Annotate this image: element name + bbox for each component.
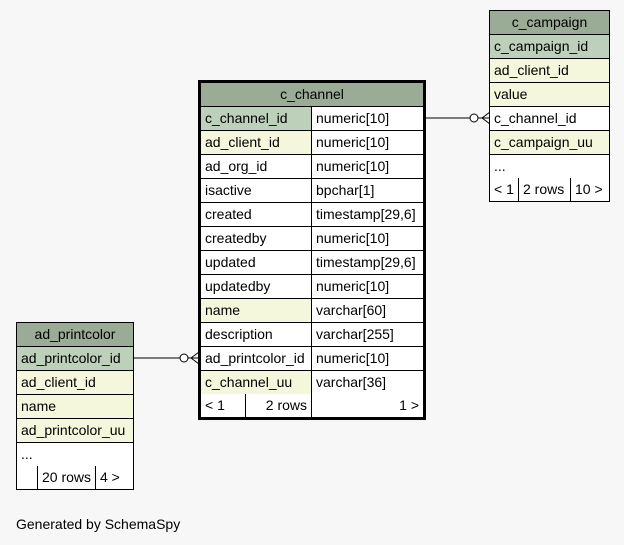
table-title: c_campaign <box>490 11 609 35</box>
column-type: numeric[10] <box>312 347 423 370</box>
column-type: varchar[36] <box>312 371 423 394</box>
column-name: ad_printcolor_id <box>17 347 133 370</box>
table-footer: < 1 2 rows 1 > <box>201 394 423 417</box>
column-row[interactable]: ad_printcolor_uu <box>17 419 133 443</box>
parents-count: < 1 <box>201 394 246 417</box>
column-name: value <box>490 83 609 106</box>
column-name: ad_client_id <box>490 59 609 82</box>
column-name: ad_printcolor_id <box>201 347 312 370</box>
column-row[interactable]: c_campaign_id <box>490 35 609 59</box>
column-name: ad_printcolor_uu <box>17 419 133 442</box>
column-name: ... <box>490 155 609 178</box>
column-type: timestamp[29,6] <box>312 251 423 274</box>
column-row[interactable]: ... <box>490 155 609 178</box>
column-row[interactable]: c_campaign_uu <box>490 131 609 155</box>
column-name: createdby <box>201 227 312 250</box>
column-row[interactable]: c_channel_id <box>490 107 609 131</box>
table-footer: 20 rows 4 > <box>17 466 133 489</box>
column-name: ad_client_id <box>17 371 133 394</box>
column-name: ad_client_id <box>201 131 312 154</box>
column-row[interactable]: ... <box>17 443 133 466</box>
children-count: 4 > <box>100 469 120 485</box>
column-type: numeric[10] <box>312 155 423 178</box>
generated-by-label: Generated by SchemaSpy <box>16 516 181 532</box>
column-type: bpchar[1] <box>312 179 423 202</box>
column-name: isactive <box>201 179 312 202</box>
column-type: numeric[10] <box>312 131 423 154</box>
parents-count: < 1 <box>490 178 519 201</box>
relation-printcolor-channel <box>133 351 200 365</box>
column-type: varchar[60] <box>312 299 423 322</box>
row-count: 2 rows <box>519 178 571 201</box>
column-name: name <box>201 299 312 322</box>
column-type: numeric[10] <box>312 227 423 250</box>
column-name: ... <box>17 443 133 466</box>
column-name: c_channel_uu <box>201 371 312 394</box>
column-name: description <box>201 323 312 346</box>
column-name: c_channel_id <box>201 107 312 130</box>
children-count: 1 > <box>399 397 419 413</box>
column-type: varchar[255] <box>312 323 423 346</box>
column-type: numeric[10] <box>312 275 423 298</box>
column-name: c_campaign_id <box>490 35 609 58</box>
column-name: ad_org_id <box>201 155 312 178</box>
relation-channel-campaign <box>423 111 491 125</box>
column-name: c_channel_id <box>490 107 609 130</box>
column-row[interactable]: ad_client_id <box>490 59 609 83</box>
column-row[interactable]: name <box>17 395 133 419</box>
children-count: 10 > <box>575 181 603 197</box>
column-type: timestamp[29,6] <box>312 203 423 226</box>
column-name: updated <box>201 251 312 274</box>
column-name: created <box>201 203 312 226</box>
parents-count <box>17 466 38 489</box>
row-count: 2 rows <box>246 394 312 417</box>
table-title: ad_printcolor <box>17 323 133 347</box>
table-footer: < 1 2 rows 10 > <box>490 178 609 201</box>
row-count: 20 rows <box>38 466 96 489</box>
column-row[interactable]: value <box>490 83 609 107</box>
column-name: updatedby <box>201 275 312 298</box>
column-row[interactable]: ad_printcolor_id <box>17 347 133 371</box>
column-name: name <box>17 395 133 418</box>
column-name: c_campaign_uu <box>490 131 609 154</box>
table-title: c_channel <box>201 83 423 107</box>
column-row[interactable]: ad_client_id <box>17 371 133 395</box>
column-type: numeric[10] <box>312 107 423 130</box>
